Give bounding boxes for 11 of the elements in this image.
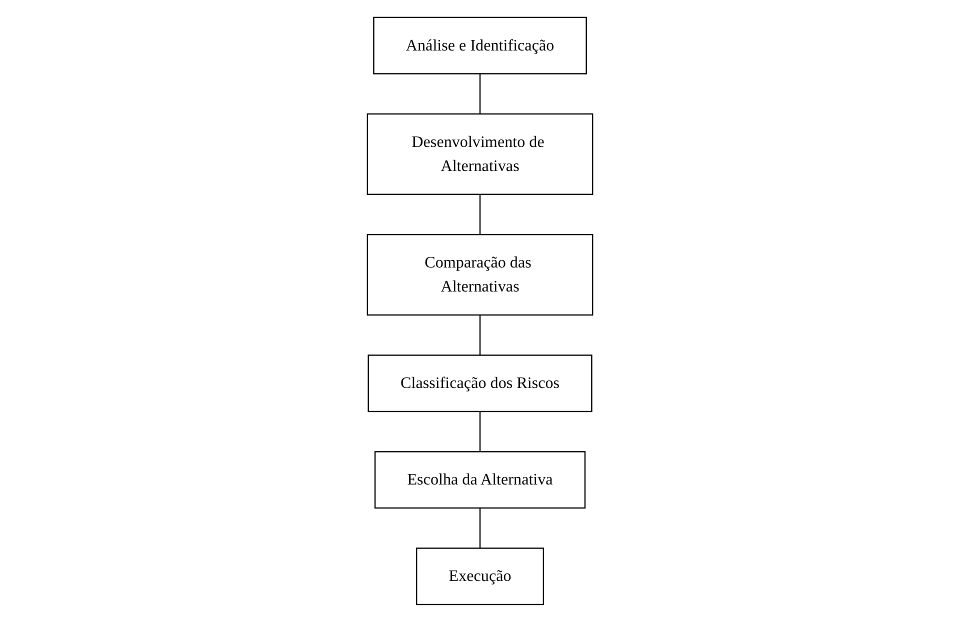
node-box: Execução xyxy=(416,548,544,606)
node-box: Escolha da Alternativa xyxy=(374,451,586,509)
node-box: Desenvolvimento de Alternativas xyxy=(366,113,594,195)
connector xyxy=(479,412,481,452)
connector xyxy=(479,315,481,356)
connector xyxy=(479,508,481,548)
connector xyxy=(479,194,481,235)
node-box: Comparação das Alternativas xyxy=(366,234,594,316)
connector xyxy=(479,74,481,114)
node-box: Análise e Identificação xyxy=(373,16,587,74)
node-box: Classificação dos Riscos xyxy=(368,354,592,412)
